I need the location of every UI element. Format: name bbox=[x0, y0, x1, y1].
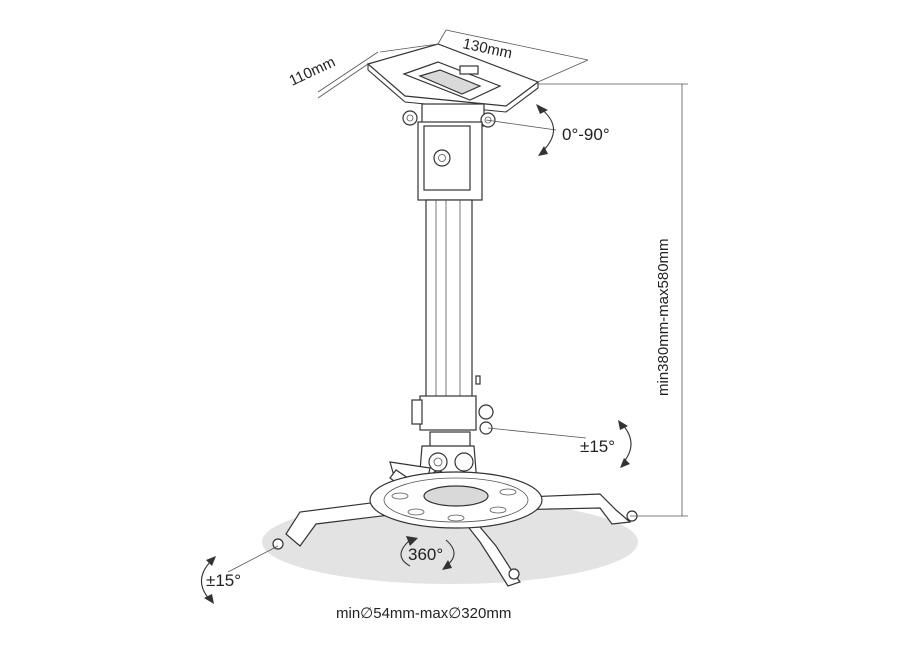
tilt-top-arrow bbox=[485, 104, 557, 156]
upper-bracket bbox=[402, 103, 496, 128]
diameter-label: min∅54mm-max∅320mm bbox=[336, 605, 511, 622]
height-label: min380mm-max580mm bbox=[655, 238, 672, 396]
adapter-plate bbox=[369, 471, 543, 529]
tilt-mid-arrow bbox=[487, 420, 632, 468]
swivel-label: 360° bbox=[408, 545, 443, 564]
base-shadow bbox=[262, 500, 638, 584]
ceiling-plate bbox=[366, 43, 540, 113]
tilt-mid-label: ±15° bbox=[580, 437, 615, 456]
height-dimension bbox=[538, 83, 688, 517]
tilt-base-arrow bbox=[200, 545, 279, 604]
depth-dimension bbox=[317, 43, 439, 99]
inner-pole bbox=[425, 199, 481, 401]
width-dimension bbox=[437, 29, 589, 83]
tilt-base-label: ±15° bbox=[206, 571, 241, 590]
outer-tube bbox=[417, 121, 483, 201]
swivel-arrow bbox=[400, 536, 455, 570]
tilt-top-label: 0°-90° bbox=[562, 125, 610, 144]
